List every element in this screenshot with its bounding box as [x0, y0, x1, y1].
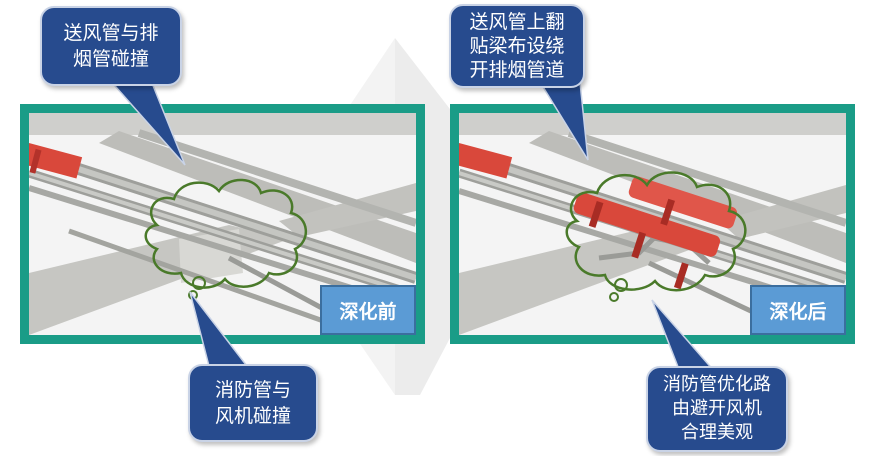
callout-line: 开排烟管道	[469, 59, 565, 81]
before-top-callout: 送风管与排 烟管碰撞	[40, 6, 182, 86]
callout-line: 送风管上翻	[469, 11, 565, 33]
callout-line: 由避开风机	[672, 398, 762, 419]
callout-line: 合理美观	[681, 422, 753, 443]
before-bottom-callout: 消防管与 风机碰撞	[188, 364, 318, 442]
before-model-view: 深化前	[29, 113, 416, 335]
callout-line: 消防管优化路	[663, 374, 771, 395]
after-bottom-callout: 消防管优化路 由避开风机 合理美观	[646, 366, 788, 452]
callout-line: 贴梁布设绕	[469, 35, 565, 57]
callout-line: 消防管与	[214, 379, 291, 401]
callout-line: 送风管与排	[63, 22, 159, 44]
callout-line: 风机碰撞	[214, 405, 291, 427]
after-panel: 深化后	[450, 104, 855, 344]
after-model-view: 深化后	[459, 113, 846, 335]
callout-line: 烟管碰撞	[72, 48, 149, 70]
before-stage-label: 深化前	[320, 285, 416, 335]
before-panel: 深化前	[20, 104, 425, 344]
after-stage-label: 深化后	[750, 285, 846, 335]
after-top-callout: 送风管上翻 贴梁布设绕 开排烟管道	[449, 4, 585, 88]
